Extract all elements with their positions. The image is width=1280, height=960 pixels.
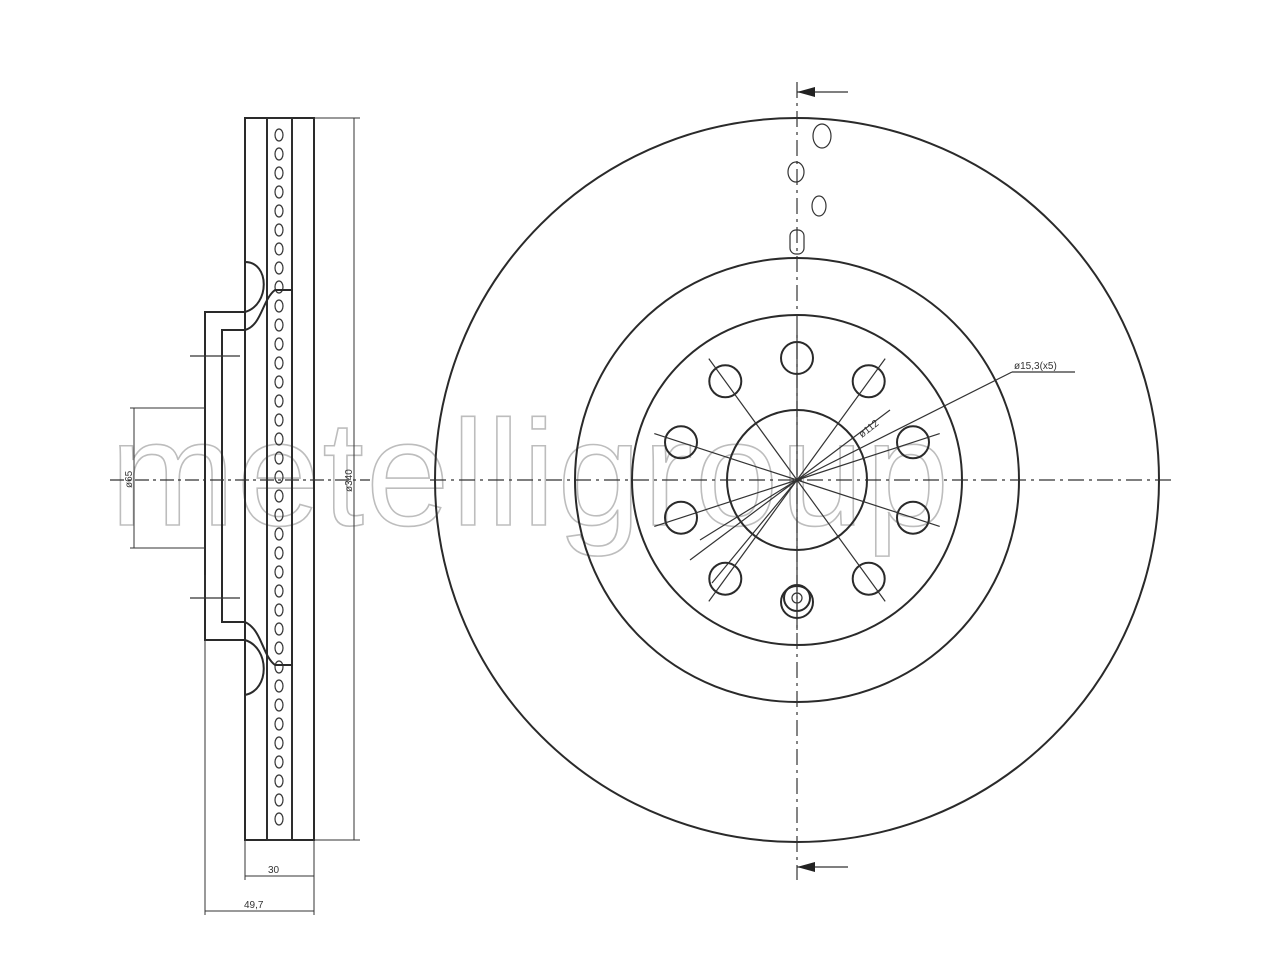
bolt-hole (851, 364, 886, 399)
vent-vane (274, 508, 284, 522)
front-view: ø112 ø15,3(x5) (430, 82, 1175, 880)
vent-vane (274, 527, 284, 541)
vent-vane (274, 394, 284, 408)
vent-vane (274, 261, 284, 275)
wear-indicator-slot (812, 123, 832, 149)
vent-vane (274, 793, 284, 807)
bolt-hole (708, 364, 743, 399)
side-section-view: ø65 ø340 30 49,7 (110, 117, 370, 915)
bolt-hole (896, 500, 930, 535)
total-height-label: 49,7 (244, 900, 264, 911)
vent-vanes (274, 128, 284, 826)
vent-vane (274, 603, 284, 617)
bolt-hole (851, 561, 886, 596)
vent-vane (274, 660, 284, 674)
vent-vane (274, 185, 284, 199)
vent-vane (274, 679, 284, 693)
vent-vane (274, 204, 284, 218)
vent-vane (274, 223, 284, 237)
vent-vane (274, 812, 284, 826)
center-bore-label: ø65 (124, 470, 135, 488)
vent-vane (274, 774, 284, 788)
vent-vane (274, 584, 284, 598)
bolt-hole (896, 425, 930, 460)
vent-vane (274, 242, 284, 256)
vent-vane (274, 318, 284, 332)
construction-line (699, 479, 798, 541)
vent-vane (274, 489, 284, 503)
bolt-hole (664, 425, 698, 460)
bolt-hole (708, 561, 743, 596)
construction-line (711, 479, 798, 584)
vent-vane (274, 698, 284, 712)
radial-line (796, 479, 940, 527)
vent-vane (274, 128, 284, 142)
bolt-hole-label: ø15,3(x5) (1014, 361, 1057, 372)
vent-vane (274, 565, 284, 579)
radial-line (796, 479, 886, 602)
vent-vane (274, 546, 284, 560)
vent-vane (274, 641, 284, 655)
vent-vane (274, 337, 284, 351)
vent-vane (274, 413, 284, 427)
vent-vane (274, 470, 284, 484)
radial-line (654, 433, 798, 481)
vent-vane (274, 736, 284, 750)
radial-line (654, 479, 798, 527)
vent-vane (274, 166, 284, 180)
vent-vane (274, 356, 284, 370)
vent-vane (274, 432, 284, 446)
vent-vane (274, 451, 284, 465)
construction-lines (654, 330, 940, 630)
vent-vane (274, 280, 284, 294)
vent-vane (274, 147, 284, 161)
thickness-label: 30 (268, 865, 280, 876)
vent-vane (274, 299, 284, 313)
outer-diameter-label: ø340 (344, 469, 355, 492)
radial-line (708, 479, 798, 602)
vent-vane (274, 375, 284, 389)
locator-pin (789, 229, 805, 255)
radial-line (796, 433, 940, 481)
vent-vane (274, 717, 284, 731)
radial-line (796, 358, 886, 481)
vent-vane (274, 755, 284, 769)
watermark-logo: metelligroup (110, 389, 951, 557)
bolt-hole (664, 500, 698, 535)
hub-mounting-face (221, 289, 293, 666)
radial-line (708, 358, 798, 481)
construction-line (689, 479, 798, 561)
vent-vane (274, 622, 284, 636)
